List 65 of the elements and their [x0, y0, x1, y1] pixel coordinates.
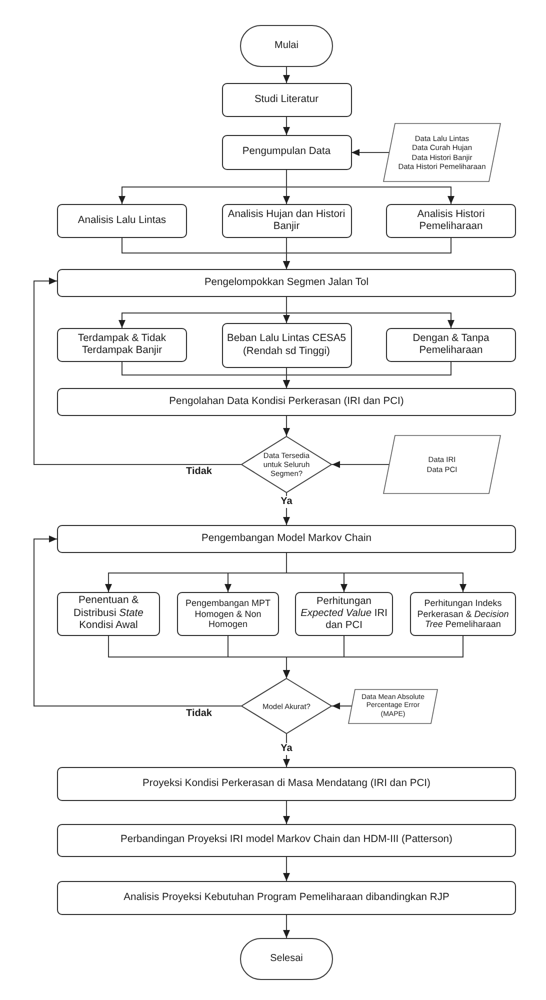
arrow	[34, 278, 242, 465]
process-box	[57, 204, 187, 238]
process-box	[222, 204, 352, 238]
terminator	[240, 25, 333, 67]
arrow	[283, 116, 290, 136]
arrow	[283, 362, 452, 388]
process-box	[57, 269, 516, 297]
arrow	[286, 170, 454, 204]
process-box	[386, 328, 516, 362]
edge-label: Ya	[280, 496, 294, 508]
step-label: Perhitungan Expected Value IRI dan PCI	[300, 596, 388, 632]
process-box	[57, 592, 160, 636]
arrow	[283, 856, 290, 882]
decision-diamond	[241, 436, 332, 493]
step-label: Proyeksi Kondisi Perkerasan di Masa Mendatang (IRI dan PCI)	[142, 778, 430, 790]
process-box	[57, 881, 516, 915]
process-box	[222, 323, 352, 368]
step-label: Analisis Proyeksi Kebutuhan Program Pemeliharaan dibandingkan RJP	[124, 892, 450, 904]
step-label: Dengan & Tanpa Pemeliharaan	[412, 332, 490, 358]
data-parallelogram	[383, 435, 501, 494]
process-box	[57, 824, 516, 857]
step-label: Studi Literatur	[254, 94, 319, 106]
step-label: Analisis Hujan dan Histori Banjir	[226, 208, 346, 234]
arrow	[351, 149, 390, 156]
arrow	[286, 552, 466, 592]
process-box	[410, 592, 516, 636]
step-label: Pengolahan Data Kondisi Perkerasan (IRI dan PCI)	[169, 396, 404, 408]
process-box	[57, 388, 516, 416]
arrow	[286, 296, 454, 328]
process-box	[57, 328, 187, 362]
arrow	[283, 734, 290, 768]
process-box	[222, 83, 352, 117]
arrow	[283, 636, 464, 678]
data-parallelogram	[383, 123, 501, 182]
step-label: Penentuan & Distribusi State Kondisi Awal	[72, 595, 144, 633]
process-box	[57, 525, 516, 553]
process-box	[386, 204, 516, 238]
data-parallelogram	[348, 689, 438, 724]
arrow	[283, 66, 290, 84]
process-box	[222, 135, 352, 170]
arrow	[34, 536, 242, 706]
process-box	[57, 767, 516, 801]
terminator-label: Selesai	[270, 953, 303, 965]
step-label: Pengembangan MPT Homogen & Non Homogen	[184, 598, 272, 630]
step-label: Analisis Histori Pemeliharaan	[416, 208, 486, 234]
arrow	[283, 416, 290, 436]
process-box	[177, 592, 279, 636]
arrow	[283, 914, 290, 938]
step-label: Pengembangan Model Markov Chain	[202, 532, 372, 546]
arrow	[283, 492, 290, 526]
terminator-label: Mulai	[274, 40, 298, 52]
arrow	[283, 238, 452, 270]
decision-diamond	[241, 678, 332, 734]
step-label: Perhitungan Indeks Perkerasan & Decision Tree Pemeliharaan	[416, 598, 510, 630]
step-label: Analisis Lalu Lintas	[78, 214, 166, 228]
step-label: Pengumpulan Data	[242, 146, 331, 159]
step-label: Perbandingan Proyeksi IRI model Markov Chain dan HDM-III (Patterson)	[120, 834, 452, 847]
arrow	[283, 800, 290, 824]
arrow	[332, 461, 390, 468]
terminator	[240, 938, 333, 980]
step-label: Beban Lalu Lintas CESA5 (Rendah sd Tinggi)	[226, 333, 348, 358]
arrow	[332, 702, 352, 710]
step-label: Terdampak & Tidak Terdampak Banjir	[76, 332, 168, 358]
edge-label: Ya	[280, 743, 294, 755]
step-label: Pengelompokkan Segmen Jalan Tol	[204, 276, 369, 290]
